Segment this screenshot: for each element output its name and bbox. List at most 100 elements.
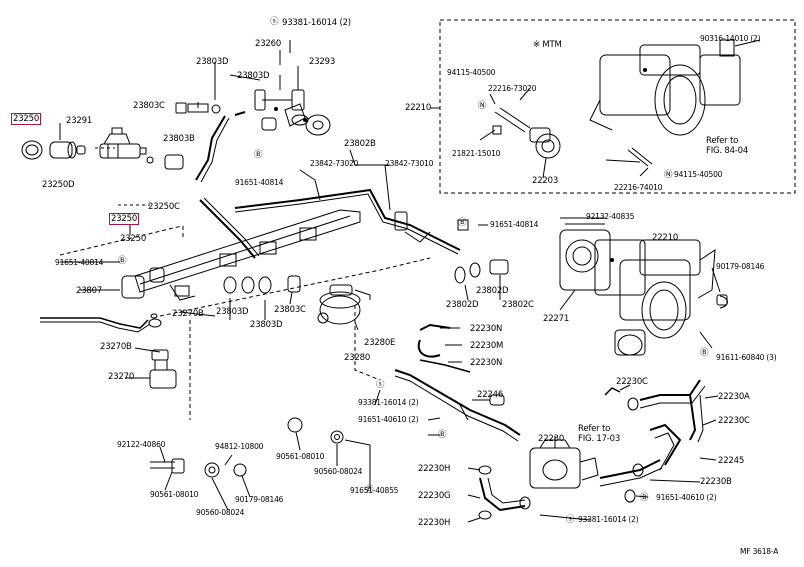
label-90561-08010-b: 90561-08010: [276, 452, 325, 461]
symbol-s-bot: ⓢ: [566, 515, 575, 525]
label-23803B: 23803B: [163, 134, 195, 144]
label-23807: 23807: [76, 286, 103, 296]
label-22230C-2: 22230C: [718, 416, 750, 426]
label-23250B-highlighted[interactable]: 23250: [108, 213, 140, 225]
label-22203: 22203: [532, 176, 559, 186]
label-90179-08146-a: 90179-08146: [235, 495, 284, 504]
label-23260: 23260: [255, 39, 282, 49]
label-23803D-3: 23803D: [216, 307, 249, 317]
label-22230M: 22230M: [470, 341, 504, 351]
label-22230C-1: 22230C: [616, 377, 648, 387]
label-91651-40814-a: 91651-40814: [235, 178, 284, 187]
label-90560-08024-a: 90560-08024: [196, 508, 245, 517]
label-91651-40814-c: 91651-40814: [490, 220, 539, 229]
o-ring-23250A: [21, 140, 43, 160]
label-22230H-2: 22230H: [418, 518, 451, 528]
label-22230H-1: 22230H: [418, 464, 451, 474]
label-92132-40835: 92132-40835: [586, 212, 635, 221]
label-21821-15010: 21821-15010: [452, 149, 501, 158]
label-23842-73010: 23842-73010: [385, 159, 434, 168]
label-22216-73020: 22216-73020: [488, 84, 537, 93]
delivery-pipe-23807: [121, 209, 361, 301]
hose-network: [599, 379, 706, 503]
refer-main-fig[interactable]: FIG. 17-03: [578, 434, 621, 444]
label-90561-08010-a: 90561-08010: [150, 490, 199, 499]
mtm-inset-frame: [439, 19, 796, 194]
label-90560-08024-b: 90560-08024: [314, 467, 363, 476]
inset-refer-fig[interactable]: FIG. 84-04: [706, 146, 749, 156]
label-93381-bot: 93381-16014 (2): [578, 515, 639, 524]
symbol-b-1: Ⓑ: [254, 150, 263, 160]
insulator-23250C: [164, 154, 184, 170]
label-94812-10800: 94812-10800: [215, 442, 264, 451]
inset-title-mtm: ※ MTM: [533, 40, 562, 50]
symbol-b-2: Ⓑ: [118, 256, 127, 266]
refer-main-label[interactable]: Refer to: [578, 424, 611, 434]
inset-refer-label[interactable]: Refer to: [706, 136, 739, 146]
label-23250C: 23250C: [148, 202, 180, 212]
label-23803C-1: 23803C: [133, 101, 165, 111]
symbol-b-3: Ⓑ: [458, 218, 467, 228]
symbol-b-7: Ⓑ: [365, 485, 374, 495]
symbol-b-5: Ⓑ: [438, 430, 447, 440]
label-23802C: 23802C: [502, 300, 534, 310]
label-23250A-highlighted[interactable]: 23250: [10, 113, 42, 125]
label-94115-40500-a: 94115-40500: [447, 68, 496, 77]
actuator-22203: [494, 107, 561, 159]
label-94115-40500-b: 94115-40500: [674, 170, 723, 179]
label-22230A: 22230A: [718, 392, 750, 402]
label-23270: 23270: [108, 372, 135, 382]
label-90316-14010: 90316-14010 (2): [700, 34, 761, 43]
label-22216-74010: 22216-74010: [614, 183, 663, 192]
label-91651-40855: 91651-40855: [350, 486, 399, 495]
label-92122-40860: 92122-40860: [117, 440, 166, 449]
label-23802D-2: 23802D: [476, 286, 509, 296]
label-23250: 23250: [120, 234, 147, 244]
pulsation-damper-23293: [305, 114, 331, 136]
label-23803D-1: 23803D: [196, 57, 229, 67]
label-22210-main: 22210: [652, 233, 679, 243]
label-91651-40610-a: 91651-40610 (2): [358, 415, 419, 424]
union-bolt-23803C: [211, 104, 221, 114]
label-91651-40610-b: 91651-40610 (2): [656, 493, 717, 502]
label-91611-60840: 91611-60840 (3): [716, 353, 777, 362]
label-23270B-2: 23270B: [100, 342, 132, 352]
label-23293: 23293: [309, 57, 336, 67]
injector-23250: [99, 127, 147, 159]
label-23802B: 23802B: [344, 139, 376, 149]
label-23803D-4: 23803D: [250, 320, 283, 330]
symbol-s-mid: ⓢ: [376, 380, 385, 390]
label-23250D: 23250D: [42, 180, 75, 190]
grommet-23291: [76, 145, 86, 155]
label-90179-08146-b: 90179-08146: [716, 262, 765, 271]
throttle-body-22210: [559, 229, 716, 356]
label-22230G: 22230G: [418, 491, 451, 501]
symbol-b-6: Ⓑ: [640, 493, 649, 503]
figure-code: MF 3618-A: [740, 547, 779, 556]
label-93381-top: 93381-16014 (2): [282, 18, 351, 28]
label-23842-73020: 23842-73020: [310, 159, 359, 168]
ring-23250C: [146, 156, 154, 164]
air-valve-22230: [529, 439, 599, 489]
label-23270B-1: 23270B: [172, 309, 204, 319]
label-22271: 22271: [543, 314, 570, 324]
label-22210-inset: 22210: [405, 103, 432, 113]
pressure-regulator-23280: [317, 284, 371, 325]
label-23803D-2: 23803D: [237, 71, 270, 81]
label-22230: 22230: [538, 434, 565, 444]
sender-gauge-23270: [149, 349, 177, 389]
label-91651-40814-b: 91651-40814: [55, 258, 104, 267]
symbol-n-1: Ⓝ: [478, 101, 487, 111]
symbol-n-2: Ⓝ: [664, 170, 673, 180]
label-22245: 22245: [718, 456, 745, 466]
label-93381-mid: 93381-16014 (2): [358, 398, 419, 407]
label-22246: 22246: [477, 390, 504, 400]
insulator-23250D: [49, 141, 77, 159]
label-22230B: 22230B: [700, 477, 732, 487]
throttle-body-inset: [589, 39, 741, 136]
symbol-s-top: ⓢ: [270, 17, 279, 27]
symbol-b-4: Ⓑ: [700, 348, 709, 358]
label-22230N-2: 22230N: [470, 358, 503, 368]
